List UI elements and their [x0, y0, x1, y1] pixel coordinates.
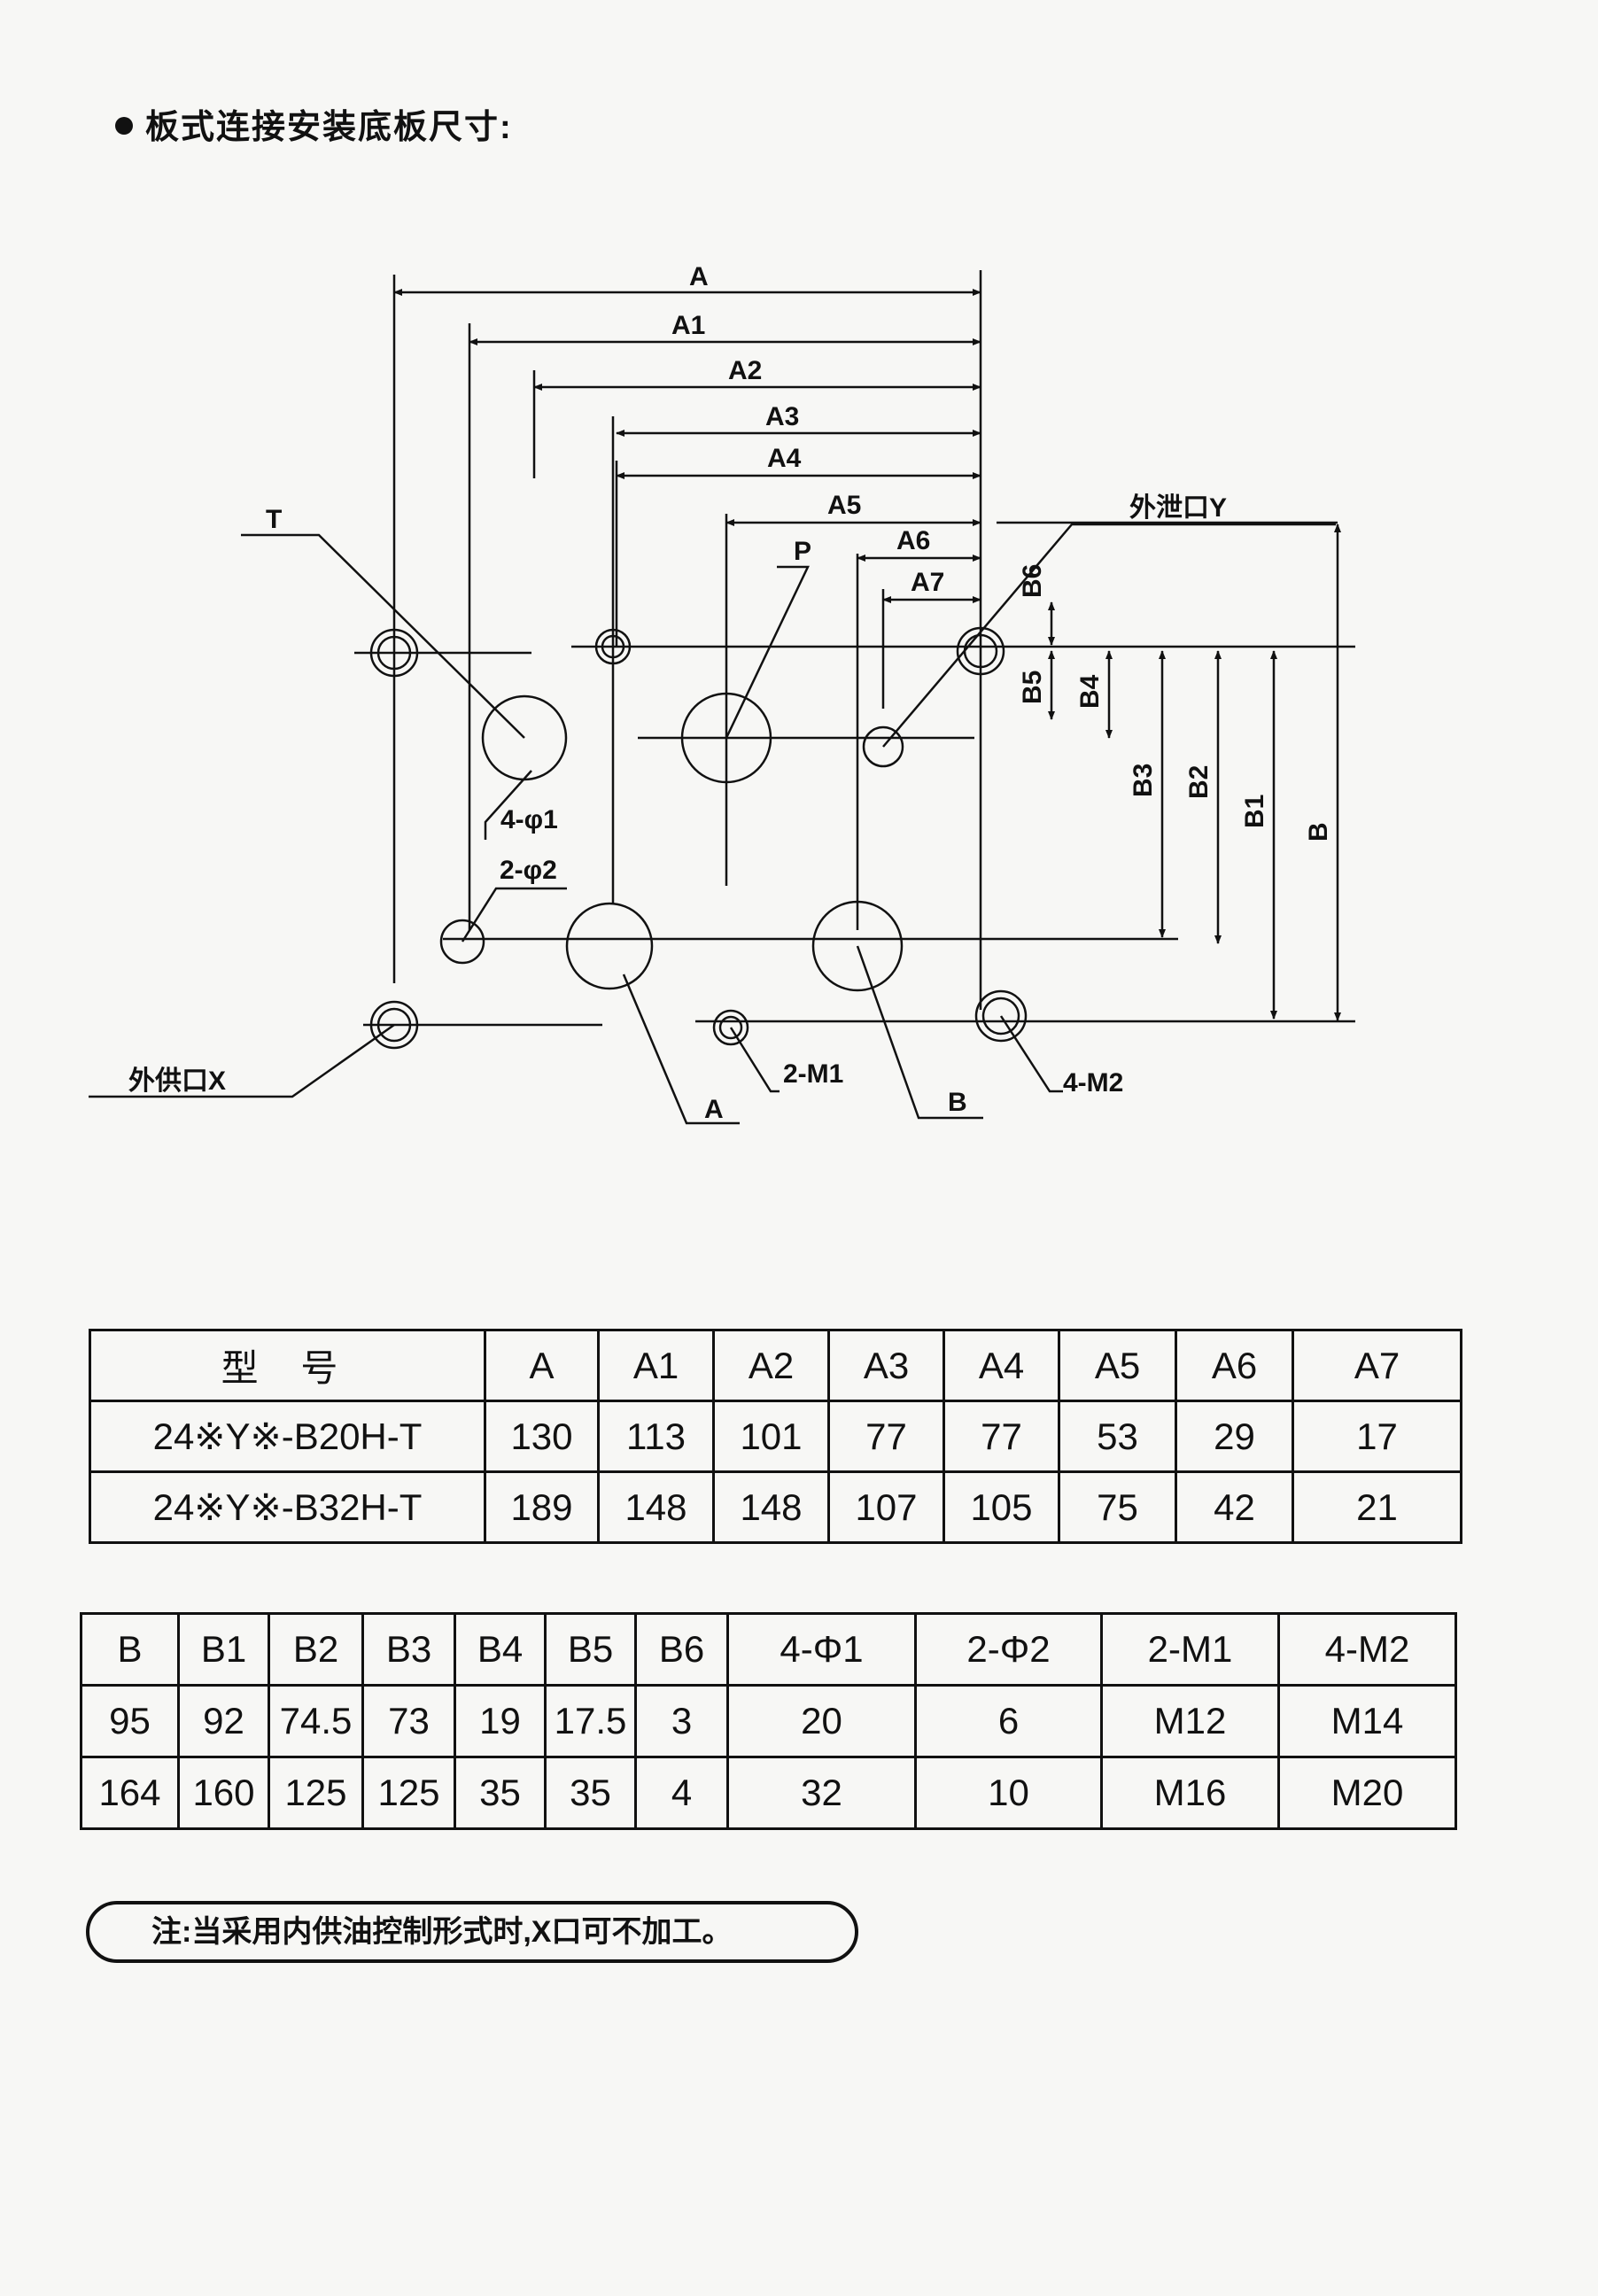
- port-label-P: P: [794, 537, 811, 566]
- table-cell: 73: [361, 1684, 456, 1758]
- table-cell: 113: [597, 1400, 715, 1473]
- header-cell: A: [484, 1329, 600, 1402]
- table-cell: 21: [1292, 1470, 1462, 1544]
- dim-label-B2: B2: [1184, 765, 1214, 799]
- header-cell: A3: [827, 1329, 945, 1402]
- table-cell: 74.5: [268, 1684, 364, 1758]
- table-cell: 29: [1175, 1400, 1294, 1473]
- dim-label-B5: B5: [1018, 671, 1047, 704]
- table-row: 95 92 74.5 73 19 17.5 3 20 6 M12 M14: [80, 1684, 1457, 1758]
- header-cell: 2-Φ2: [914, 1612, 1103, 1687]
- table-cell: M20: [1277, 1756, 1457, 1830]
- table-cell: 77: [827, 1400, 945, 1473]
- thread-label-m1: 2-M1: [783, 1059, 843, 1089]
- table-cell: 32: [726, 1756, 917, 1830]
- dim-label-A7: A7: [911, 568, 944, 597]
- bullet-icon: [115, 117, 133, 135]
- table-cell: 164: [80, 1756, 180, 1830]
- header-cell: A1: [597, 1329, 715, 1402]
- table-cell: 17.5: [544, 1684, 637, 1758]
- header-cell: 型 号: [89, 1329, 486, 1402]
- table-row: 24※Y※-B20H-T 130 113 101 77 77 53 29 17: [89, 1400, 1462, 1473]
- table-cell: 125: [268, 1756, 364, 1830]
- table-cell: 125: [361, 1756, 456, 1830]
- table-cell: M14: [1277, 1684, 1457, 1758]
- header-cell: B1: [177, 1612, 270, 1687]
- dim-label-A: A: [689, 262, 709, 291]
- model-cell: 24※Y※-B32H-T: [89, 1470, 486, 1544]
- table-row: 24※Y※-B32H-T 189 148 148 107 105 75 42 2…: [89, 1470, 1462, 1544]
- header-cell: B: [80, 1612, 180, 1687]
- port-label-T: T: [266, 505, 282, 534]
- hole-label-phi1: 4-φ1: [500, 805, 558, 834]
- header-cell: A5: [1058, 1329, 1177, 1402]
- header-cell: A2: [712, 1329, 830, 1402]
- header-cell: B2: [268, 1612, 364, 1687]
- header-cell: B4: [454, 1612, 547, 1687]
- header-cell: B3: [361, 1612, 456, 1687]
- machining-note: 注:当采用内供油控制形式时,X口可不加工。: [86, 1901, 858, 1963]
- dim-label-B4: B4: [1075, 674, 1105, 709]
- dim-label-B1: B1: [1240, 795, 1269, 828]
- model-cell: 24※Y※-B20H-T: [89, 1400, 486, 1473]
- port-label-B: B: [948, 1088, 967, 1117]
- dim-label-B6: B6: [1018, 564, 1047, 598]
- header-cell: A4: [943, 1329, 1060, 1402]
- table-header-row: 型 号 A A1 A2 A3 A4 A5 A6 A7: [89, 1329, 1462, 1402]
- table-cell: 42: [1175, 1470, 1294, 1544]
- dimension-table-a: 型 号 A A1 A2 A3 A4 A5 A6 A7 24※Y※-B20H-T …: [89, 1329, 1462, 1544]
- table-cell: 77: [943, 1400, 1060, 1473]
- table-cell: 10: [914, 1756, 1103, 1830]
- table-cell: M12: [1100, 1684, 1280, 1758]
- table-cell: 148: [712, 1470, 830, 1544]
- table-cell: 189: [484, 1470, 600, 1544]
- table-cell: 92: [177, 1684, 270, 1758]
- table-cell: 160: [177, 1756, 270, 1830]
- table-cell: 53: [1058, 1400, 1177, 1473]
- header-cell: 2-M1: [1100, 1612, 1280, 1687]
- page-heading: 板式连接安装底板尺寸:: [115, 99, 513, 148]
- supply-port-label-X: 外供口X: [128, 1067, 226, 1096]
- table-cell: 3: [634, 1684, 729, 1758]
- hole-label-phi2: 2-φ2: [500, 856, 557, 885]
- drain-port-label-Y: 外泄口Y: [1129, 493, 1227, 523]
- table-cell: M16: [1100, 1756, 1280, 1830]
- port-label-A: A: [704, 1095, 724, 1124]
- dim-label-B: B: [1304, 822, 1333, 842]
- mounting-plate-drawing: A A1 A2 A3 A4 A5 A6 A7 T P 外泄口Y 外供口X 4-φ…: [89, 262, 1355, 1125]
- table-cell: 107: [827, 1470, 945, 1544]
- table-row: 164 160 125 125 35 35 4 32 10 M16 M20: [80, 1756, 1457, 1830]
- table-cell: 4: [634, 1756, 729, 1830]
- dim-label-B3: B3: [1129, 764, 1158, 797]
- table-cell: 35: [544, 1756, 637, 1830]
- table-cell: 95: [80, 1684, 180, 1758]
- table-cell: 17: [1292, 1400, 1462, 1473]
- header-cell: B6: [634, 1612, 729, 1687]
- header-cell: 4-Φ1: [726, 1612, 917, 1687]
- header-cell: A7: [1292, 1329, 1462, 1402]
- header-cell: B5: [544, 1612, 637, 1687]
- table-cell: 75: [1058, 1470, 1177, 1544]
- dimension-table-b: B B1 B2 B3 B4 B5 B6 4-Φ1 2-Φ2 2-M1 4-M2 …: [80, 1612, 1457, 1830]
- table-cell: 19: [454, 1684, 547, 1758]
- table-header-row: B B1 B2 B3 B4 B5 B6 4-Φ1 2-Φ2 2-M1 4-M2: [80, 1612, 1457, 1687]
- table-cell: 130: [484, 1400, 600, 1473]
- table-cell: 20: [726, 1684, 917, 1758]
- dim-label-A1: A1: [671, 311, 705, 340]
- table-cell: 148: [597, 1470, 715, 1544]
- header-cell: A6: [1175, 1329, 1294, 1402]
- dim-label-A6: A6: [896, 526, 930, 555]
- header-cell: 4-M2: [1277, 1612, 1457, 1687]
- thread-label-m2: 4-M2: [1063, 1068, 1123, 1098]
- dim-label-A4: A4: [767, 444, 802, 473]
- table-cell: 35: [454, 1756, 547, 1830]
- table-cell: 105: [943, 1470, 1060, 1544]
- dim-label-A2: A2: [728, 356, 762, 385]
- dim-label-A5: A5: [827, 491, 861, 520]
- heading-text: 板式连接安装底板尺寸:: [145, 109, 513, 146]
- dim-label-A3: A3: [765, 402, 799, 431]
- table-cell: 101: [712, 1400, 830, 1473]
- table-cell: 6: [914, 1684, 1103, 1758]
